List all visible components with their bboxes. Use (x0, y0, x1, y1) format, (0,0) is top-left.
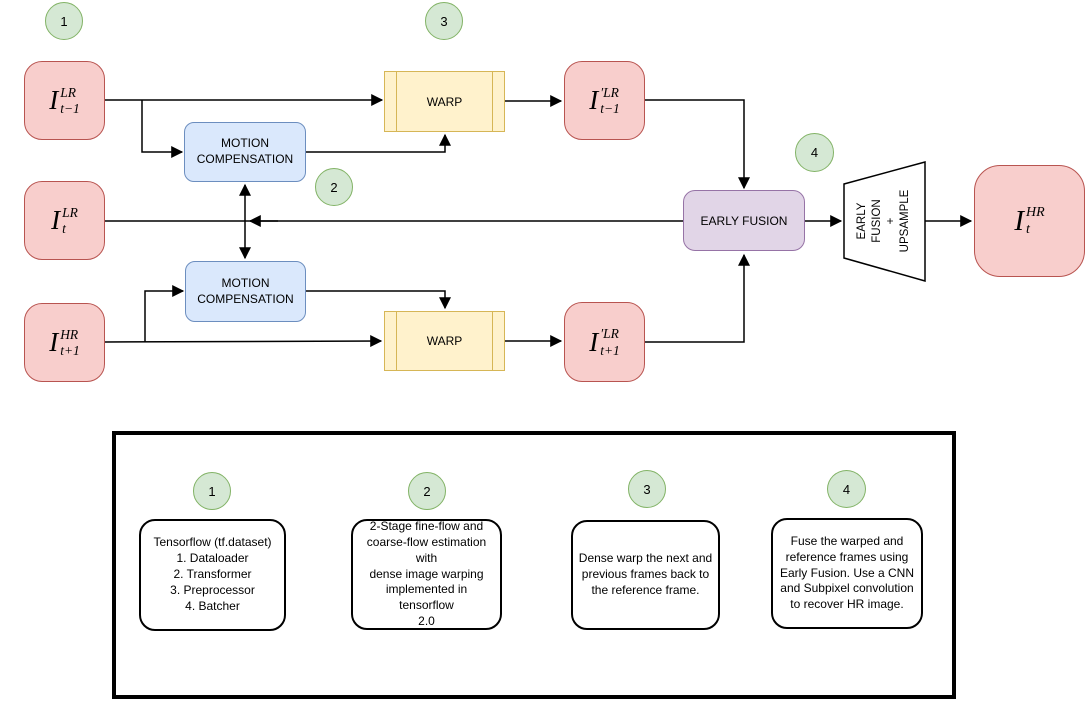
connector (104, 335, 383, 348)
connector (645, 99, 750, 190)
block-early-fusion-upsample-label: EARLY FUSION + UPSAMPLE (856, 189, 912, 253)
legend-badge-3: 3 (628, 470, 666, 508)
legend-badge-1: 1 (193, 472, 231, 510)
block-motion-compensation-bottom: MOTION COMPENSATION (185, 261, 306, 322)
upsample-trapezoid (843, 161, 926, 282)
step-badge-1: 1 (45, 2, 83, 40)
block-warp-bottom: WARP (384, 311, 505, 371)
connector (306, 133, 451, 153)
connector (645, 253, 750, 343)
connector (306, 290, 451, 310)
block-warp-top: WARP (384, 71, 505, 132)
block-early-fusion: EARLY FUSION (683, 190, 805, 251)
legend-note-3: Dense warp the next and previous frames … (571, 520, 720, 630)
legend-badge-4: 4 (827, 470, 866, 508)
block-motion-compensation-top: MOTION COMPENSATION (184, 122, 306, 182)
connector (144, 285, 185, 342)
step-badge-4: 4 (795, 133, 834, 172)
legend-note-4: Fuse the warped and reference frames usi… (771, 518, 923, 629)
step-badge-3: 3 (425, 2, 463, 40)
legend-note-1: Tensorflow (tf.dataset) 1. Dataloader 2.… (139, 519, 286, 631)
connector (141, 100, 184, 158)
legend-note-2: 2-Stage fine-flow and coarse-flow estima… (351, 519, 502, 630)
legend-badge-2: 2 (408, 472, 446, 510)
step-badge-2: 2 (315, 168, 353, 206)
